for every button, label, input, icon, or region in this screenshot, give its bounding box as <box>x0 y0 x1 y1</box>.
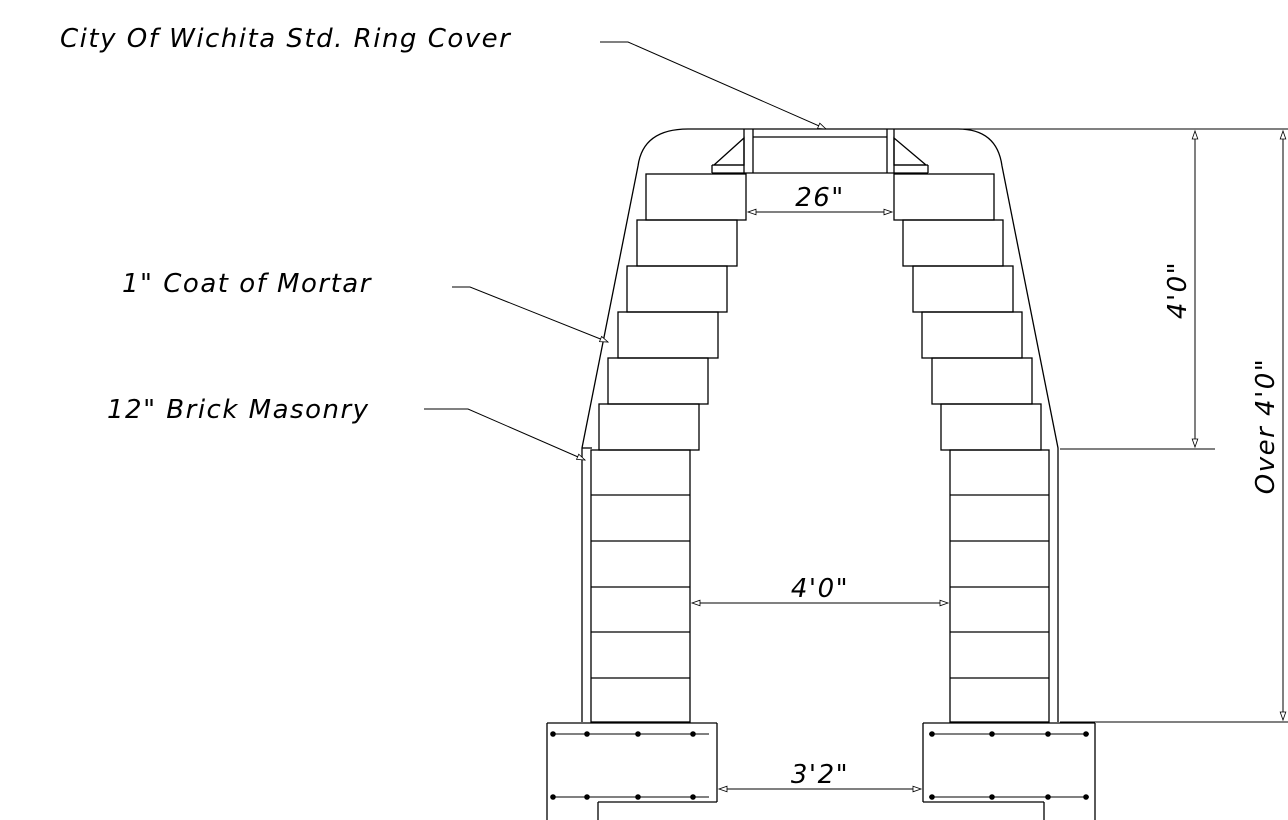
brick-course <box>931 357 1033 405</box>
leader-lines <box>424 41 828 461</box>
brick-course <box>636 219 738 267</box>
brick-course <box>902 219 1004 267</box>
brick-course <box>893 173 995 221</box>
brick-masonry-label: 12" Brick Masonry <box>107 395 370 425</box>
brick-course <box>645 173 747 221</box>
leader-brick <box>424 408 587 461</box>
brick-walls-vertical <box>590 449 1050 723</box>
brick-courses-cone <box>598 173 1042 451</box>
brick-course <box>598 403 700 451</box>
outer-profile-left <box>581 128 689 722</box>
leader-mortar <box>452 286 610 343</box>
base-opening-dimension: 3'2" <box>791 760 849 790</box>
inner-width-dimension: 4'0" <box>791 574 849 604</box>
brick-course <box>921 311 1023 359</box>
leader-ring-cover <box>600 41 828 130</box>
right-wall <box>949 449 1050 723</box>
ring-cover <box>711 129 929 174</box>
total-height-dimension: Over 4'0" <box>1251 358 1281 495</box>
ring-cover-label: City Of Wichita Std. Ring Cover <box>60 24 512 54</box>
brick-course <box>617 311 719 359</box>
brick-course <box>940 403 1042 451</box>
top-opening-dimension: 26" <box>795 183 845 213</box>
mortar-label: 1" Coat of Mortar <box>122 269 373 299</box>
outer-profile <box>581 128 1059 722</box>
left-wall <box>590 449 691 723</box>
outer-profile-right <box>688 128 1059 722</box>
brick-course <box>912 265 1014 313</box>
brick-course <box>607 357 709 405</box>
cone-height-dimension: 4'0" <box>1163 261 1193 319</box>
brick-course <box>626 265 728 313</box>
dimension-lines <box>690 128 1288 793</box>
base-slab <box>546 722 1096 820</box>
